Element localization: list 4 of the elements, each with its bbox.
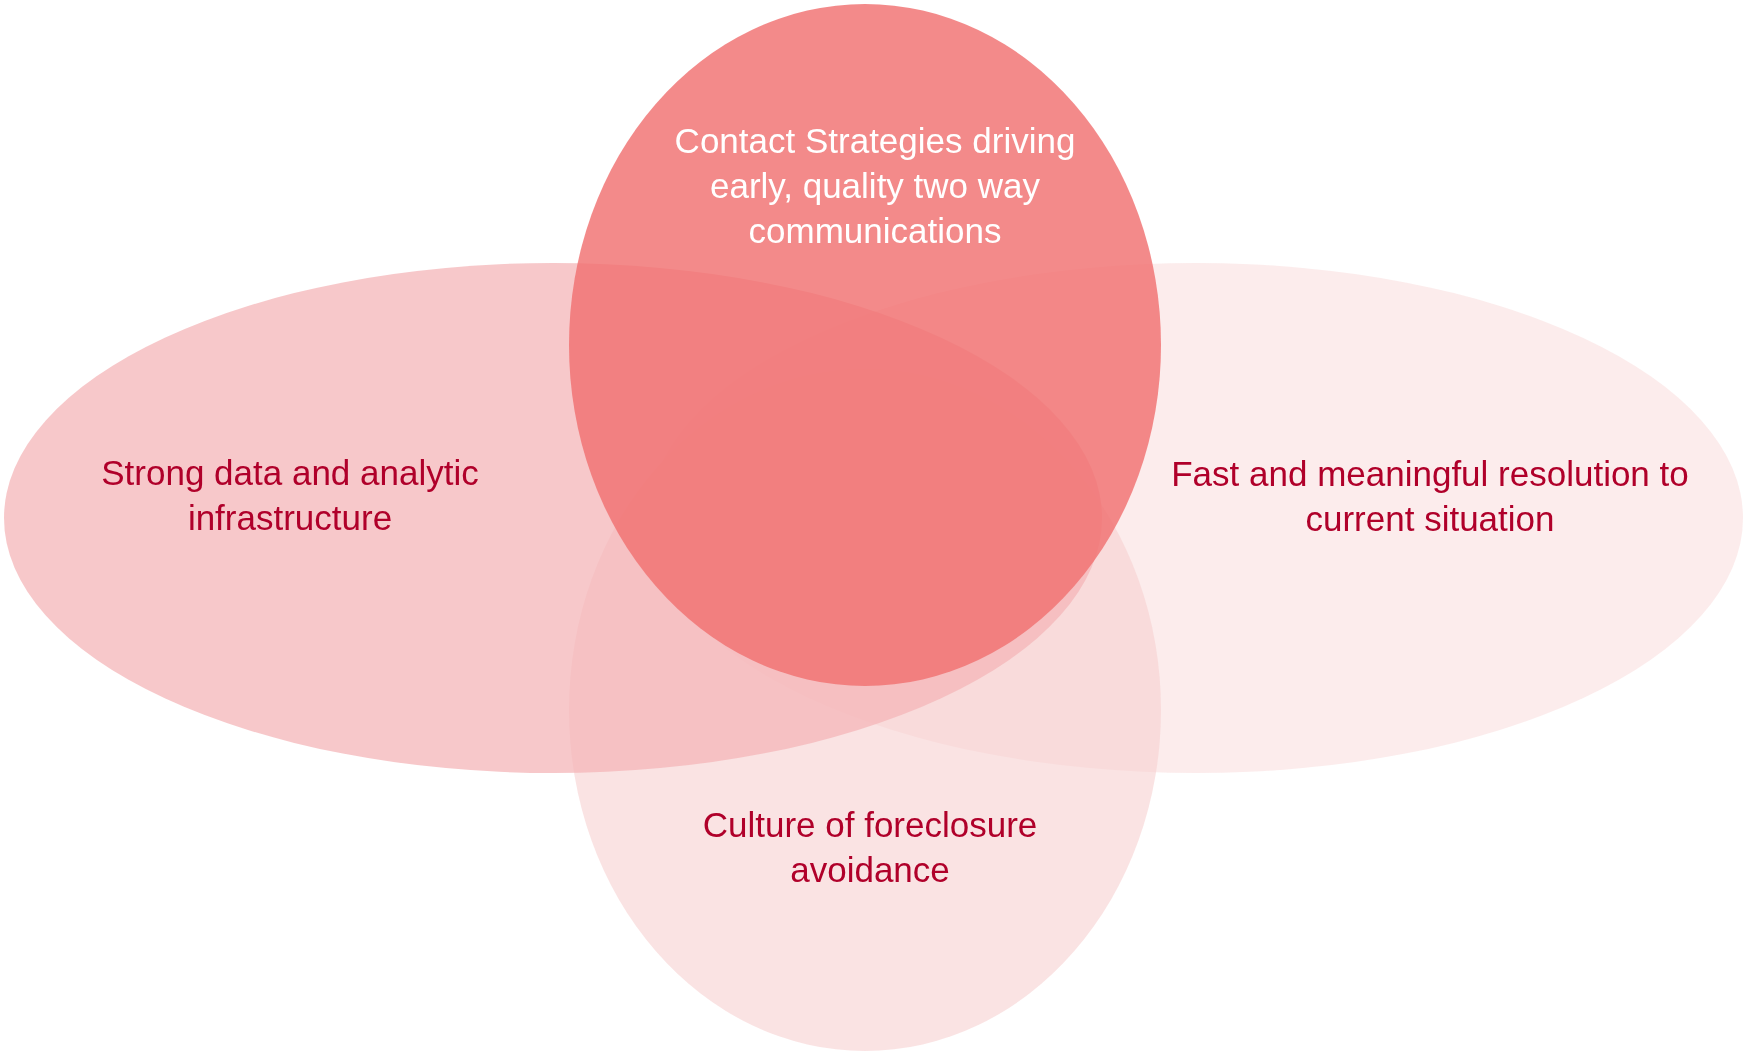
venn-label: Strong data and analytic infrastructure: [100, 452, 480, 539]
venn-label: Fast and meaningful resolution to current situation: [1170, 453, 1690, 540]
venn-label: Contact Strategies driving early, quality two way communications: [673, 120, 1077, 252]
venn-label: Culture of foreclosure avoidance: [701, 804, 1039, 891]
